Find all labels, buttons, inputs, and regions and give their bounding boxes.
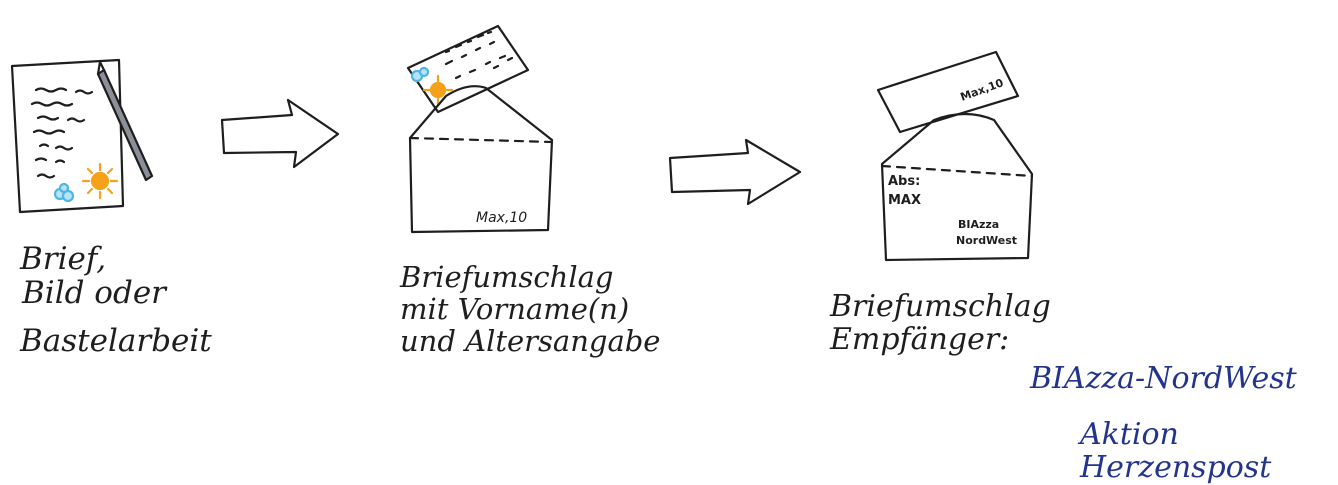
step3-caption: Briefumschlag Empfänger: (830, 290, 1051, 356)
recipient-line-1: BIAzza (958, 218, 999, 231)
envelope-2-label: Max,10 (476, 210, 527, 226)
step3-caption-line: Empfänger: (830, 323, 1051, 356)
arrow-2-right-icon (670, 140, 800, 204)
step2-caption-line: Briefumschlag (400, 262, 660, 294)
step2-caption: Briefumschlag mit Vorname(n) und Altersa… (400, 262, 660, 358)
sun-on-card-icon (424, 76, 452, 104)
recipient-caption: BIAzza-NordWest (1030, 362, 1297, 395)
sun-drawing-icon (83, 164, 117, 198)
flower-drawing-icon (55, 184, 73, 201)
step1-caption-line: Bild oder (22, 276, 212, 310)
diagram-canvas: Max,10 Max,10 Abs: MAX BIAzza NordWest B… (0, 0, 1338, 472)
step3-caption-line: Briefumschlag (830, 290, 1051, 323)
sender-name: MAX (888, 193, 921, 208)
card-3-label: Max,10 (959, 76, 1006, 104)
sender-label: Abs: (888, 174, 920, 189)
card-3-icon (878, 52, 1018, 132)
pen-icon (98, 62, 152, 180)
recipient-line-2: NordWest (956, 234, 1017, 247)
step2-caption-line: mit Vorname(n) (400, 294, 660, 326)
step1-caption-line: Bastelarbeit (20, 324, 212, 358)
flower-on-card-icon (412, 68, 428, 81)
diagram-svg: Max,10 Max,10 Abs: MAX BIAzza NordWest (0, 0, 1338, 472)
step1-caption: Brief, Bild oder Bastelarbeit (20, 242, 212, 358)
step2-caption-line: und Altersangabe (400, 326, 660, 358)
campaign-caption: Aktion Herzenspost (1080, 418, 1338, 484)
step1-caption-line: Brief, (20, 242, 212, 276)
arrow-1-right-icon (222, 100, 338, 167)
